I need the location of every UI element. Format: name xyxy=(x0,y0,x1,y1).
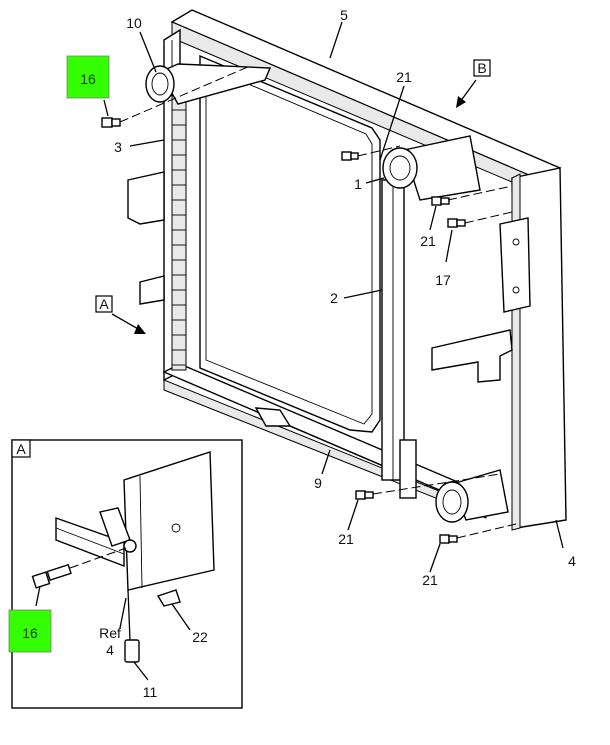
bolt-21-top xyxy=(341,151,359,161)
inset-label-A: A xyxy=(16,441,26,457)
bolts xyxy=(101,117,466,544)
callout-16-top: 16 xyxy=(80,71,96,87)
lower-outlet xyxy=(399,439,509,523)
leader-lines xyxy=(103,21,564,573)
bolt-21-mid xyxy=(431,196,450,206)
callout-2: 2 xyxy=(330,290,338,306)
inlet-pipe xyxy=(145,63,272,105)
callout-5: 5 xyxy=(340,7,348,23)
inset-label-box xyxy=(11,439,31,458)
callout-1: 1 xyxy=(354,176,362,192)
callout-16-inset: 16 xyxy=(22,625,38,641)
detail-view-A: A 16 Ref 4 22 11 xyxy=(8,439,243,709)
callout-21-bottom: 21 xyxy=(422,572,438,588)
view-label-B: B xyxy=(477,60,486,76)
bolt-16-top xyxy=(101,117,121,128)
bolt-21-bottom xyxy=(439,534,458,544)
view-label-box-A xyxy=(95,295,113,313)
highlight-box-16-top xyxy=(66,55,110,99)
highlight-box-16-inset xyxy=(8,609,52,653)
radiator-fins xyxy=(171,69,187,371)
callout-10: 10 xyxy=(126,15,142,31)
ref-number: 4 xyxy=(106,642,114,658)
callout-4: 4 xyxy=(568,553,576,569)
view-label-A: A xyxy=(99,296,109,312)
upper-outlet xyxy=(382,135,481,201)
bolt-21-low xyxy=(355,490,374,500)
callout-11: 11 xyxy=(143,684,158,700)
bolt-17 xyxy=(447,218,466,228)
view-arrow-B xyxy=(456,79,477,108)
view-label-box-B xyxy=(473,59,491,77)
callout-9: 9 xyxy=(314,475,322,491)
ref-label: Ref xyxy=(99,625,121,641)
alignment-lines xyxy=(119,65,517,539)
callout-17: 17 xyxy=(435,272,451,288)
callout-21-top: 21 xyxy=(396,69,412,85)
bolt-16-inset xyxy=(31,563,72,589)
callout-22: 22 xyxy=(192,629,208,645)
view-arrow-A xyxy=(111,313,146,334)
callout-21-low: 21 xyxy=(338,531,354,547)
callout-3: 3 xyxy=(114,139,122,155)
callout-21-mid: 21 xyxy=(420,233,436,249)
